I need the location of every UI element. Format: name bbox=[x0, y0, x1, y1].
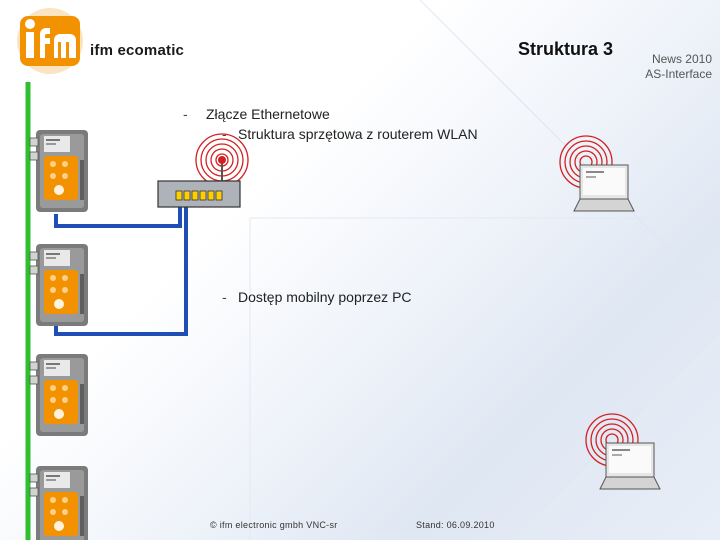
wlan-router bbox=[157, 133, 249, 208]
corner-line-news: News 2010 bbox=[651, 52, 712, 66]
controller-3 bbox=[29, 353, 89, 437]
ethernet-cables bbox=[54, 205, 188, 336]
bullet-marker-1: - bbox=[183, 106, 188, 122]
ifm-logo bbox=[17, 8, 83, 74]
bullet-marker-2: - bbox=[222, 289, 227, 305]
brand-name: ifm ecomatic bbox=[90, 42, 185, 59]
laptop-2 bbox=[585, 413, 661, 490]
controller-1 bbox=[29, 129, 89, 213]
laptop-1 bbox=[559, 135, 635, 212]
controller-4 bbox=[29, 465, 89, 540]
sub-bullet-wlan-router: Struktura sprzętowa z routerem WLAN bbox=[238, 126, 478, 142]
bullet-ethernet-interface: Złącze Ethernetowe bbox=[206, 106, 330, 122]
slide-title: Struktura 3 bbox=[518, 39, 614, 59]
corner-line-asi: AS-Interface bbox=[645, 67, 712, 81]
footer-copyright: © ifm electronic gmbh VNC-sr bbox=[210, 520, 338, 530]
bullet-mobile-access: Dostęp mobilny poprzez PC bbox=[238, 289, 412, 305]
controller-2 bbox=[29, 243, 89, 327]
corner-caption: News 2010 AS-Interface bbox=[645, 52, 712, 82]
footer-date: Stand: 06.09.2010 bbox=[416, 520, 495, 530]
